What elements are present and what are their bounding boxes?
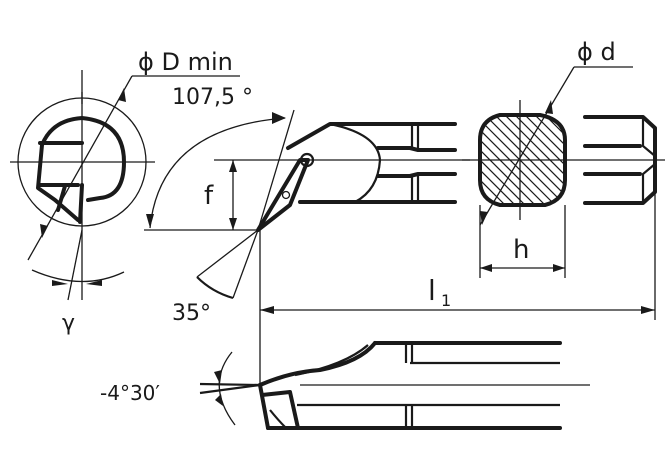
overall-length-subscript: 1 — [441, 291, 451, 310]
clearance-angle-label: γ — [62, 311, 75, 336]
end-view-bore — [10, 70, 240, 301]
shank-end — [580, 115, 665, 320]
top-view — [144, 109, 470, 385]
insert-angle-label: 35° — [172, 301, 211, 326]
shank-section — [462, 66, 633, 278]
min-bore-diameter-label: ϕ D min — [138, 48, 233, 76]
overall-length-dimension — [260, 306, 655, 314]
side-view — [199, 341, 590, 430]
approach-angle-label: 107,5 ° — [172, 85, 253, 110]
offset-label: f — [204, 181, 214, 211]
shank-diameter-label: ϕ d — [577, 38, 616, 66]
overall-length-label: l — [428, 274, 436, 307]
inclination-angle-label: -4°30′ — [100, 381, 160, 405]
shank-flat-height-label: h — [513, 235, 529, 265]
